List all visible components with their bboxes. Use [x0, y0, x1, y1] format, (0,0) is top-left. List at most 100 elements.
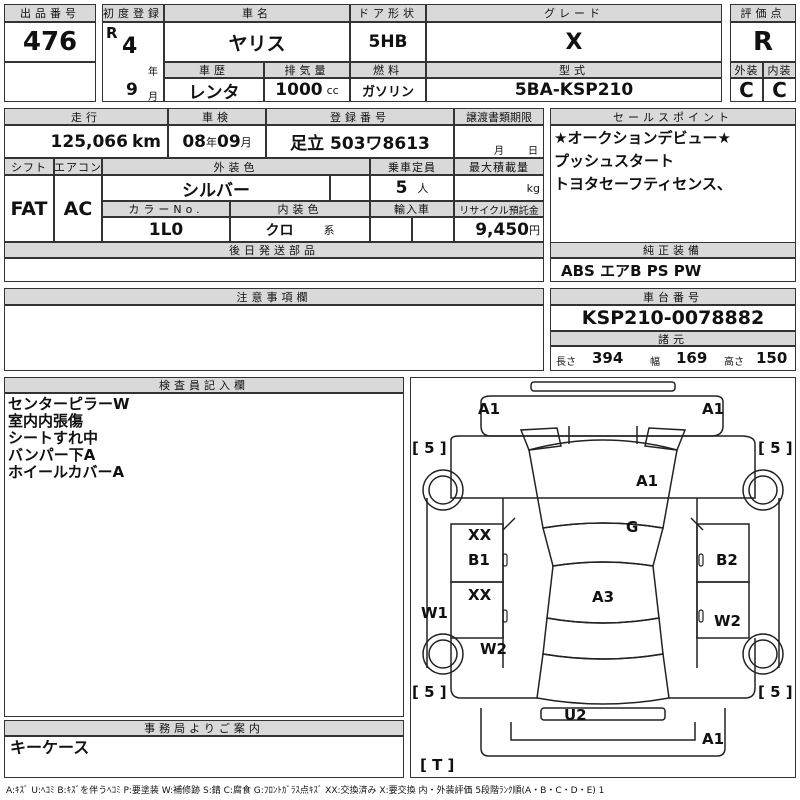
spec-height: 150 [756, 349, 788, 367]
displacement-cell: 1000 cc [264, 78, 350, 102]
ext-color-value: シルバー [102, 175, 330, 201]
mark-rear-left-door: XX [468, 586, 492, 604]
interior-score: C [763, 78, 796, 102]
grade-value: X [426, 22, 722, 62]
mark-rear-right: A1 [702, 730, 725, 748]
import-header: 輸入車 [370, 201, 454, 217]
inspector-note-1: センターピラーW [8, 395, 130, 413]
reg-no-header: 登録番号 [266, 108, 454, 125]
displacement-header: 排気量 [264, 62, 350, 78]
mark-front-left-bumper: A1 [478, 400, 501, 418]
mark-right-rear-fender: W2 [714, 612, 741, 630]
capacity-value: 5 [395, 178, 408, 198]
mileage-unit: km [131, 131, 161, 152]
capacity-unit: 人 [417, 182, 429, 195]
door-header: ドア形状 [350, 4, 426, 22]
recycle-header: リサイクル預託金 [454, 201, 544, 217]
transfer-docs-box [454, 125, 544, 158]
lot-no-blank [4, 62, 96, 102]
mark-front-right-door: B2 [716, 551, 738, 569]
car-diagram [422, 381, 784, 757]
spec-length-label: 長さ [556, 357, 576, 368]
sales-point-3: トヨタセーフティセンス、 [554, 175, 732, 193]
capacity-header: 乗車定員 [370, 158, 454, 175]
recycle-cell: 9,450 円 [454, 217, 544, 242]
sales-points-header: セールスポイント [550, 108, 796, 125]
genuine-equipment-value: ABS エアB PS PW [550, 258, 796, 282]
history-value: レンタ [164, 78, 264, 102]
import-cell-b [412, 217, 454, 242]
color-no-value: 1L0 [102, 217, 230, 242]
mark-hood: A1 [636, 472, 659, 490]
score-header: 評価点 [730, 4, 796, 22]
inspection-month: 09 [217, 131, 241, 152]
grade-header: グレード [426, 4, 722, 22]
car-name-header: 車名 [164, 4, 350, 22]
mark-left-rear-fender: W2 [480, 640, 507, 658]
inspector-note-2: 室内内張傷 [8, 412, 84, 430]
history-header: 車歴 [164, 62, 264, 78]
sales-point-2: プッシュスタート [554, 152, 675, 170]
notes-header: 注意事項欄 [4, 288, 544, 305]
mark-windshield: G [626, 518, 639, 536]
recycle-unit: 円 [529, 223, 540, 237]
car-name-value: ヤリス [164, 22, 350, 62]
tire-rr: [ 5 ] [758, 683, 793, 701]
ac-header: エアコン [54, 158, 102, 175]
mileage-header: 走行 [4, 108, 168, 125]
mark-roof: A3 [592, 588, 615, 606]
recycle-value: 9,450 [475, 219, 529, 240]
office-box [4, 736, 404, 778]
mark-front-left-door: XX [468, 526, 492, 544]
office-header: 事務局よりご案内 [4, 720, 404, 736]
lot-no-header: 出品番号 [4, 4, 96, 22]
max-load-cell: kg [454, 175, 544, 201]
int-color-header: 内装色 [230, 201, 370, 217]
model-code-header: 型式 [426, 62, 722, 78]
inspection-month-unit: 月 [240, 135, 252, 149]
transfer-docs-header: 譲渡書類期限 [454, 108, 544, 125]
legend: A:ｷｽﾞ U:ﾍｺﾐ B:ｷｽﾞを伴うﾍｺﾐ P:要塗装 W:補修跡 S:錆 … [6, 786, 605, 796]
ext-color-header: 外装色 [102, 158, 370, 175]
score-value: R [730, 22, 796, 62]
ac-value: AC [54, 175, 102, 242]
int-color-unit: 系 [323, 223, 335, 237]
model-code-value: 5BA-KSP210 [426, 78, 722, 102]
tire-rl: [ 5 ] [412, 683, 447, 701]
first-reg-header: 初度登録 [102, 4, 164, 22]
tire-fr: [ 5 ] [758, 439, 793, 457]
inspector-header: 検査員記入欄 [4, 377, 404, 393]
fuel-value: ガソリン [350, 78, 426, 102]
spec-width-label: 幅 [650, 357, 660, 368]
reg-year: 4 [122, 34, 138, 59]
import-cell-a [370, 217, 412, 242]
reg-year-unit: 年 [148, 67, 158, 78]
specs-header: 諸元 [550, 331, 796, 346]
displacement-value: 1000 [275, 80, 323, 100]
ext-color-extra [330, 175, 370, 201]
inspection-header: 車検 [168, 108, 266, 125]
int-color-cell: クロ 系 [230, 217, 370, 242]
notes-box [4, 305, 544, 371]
reg-month-unit: 月 [148, 92, 158, 103]
max-load-header: 最大積載量 [454, 158, 544, 175]
sales-point-1: ★オークションデビュー★ [554, 129, 731, 147]
inspection-year-unit: 年 [206, 135, 217, 149]
displacement-unit: cc [326, 83, 339, 97]
spec-width: 169 [676, 349, 708, 367]
inspector-note-4: バンパー下A [8, 446, 96, 464]
chassis-no-header: 車台番号 [550, 288, 796, 305]
later-parts-header: 後日発送部品 [4, 242, 544, 258]
transfer-day-unit: 日 [528, 146, 538, 157]
exterior-header: 外装 [730, 62, 763, 78]
reg-no-value: 足立 503ワ8613 [266, 125, 454, 158]
tire-t: [ T ] [420, 756, 455, 774]
later-parts-box [4, 258, 544, 282]
car-diagram-box [410, 377, 796, 778]
inspection-year: 08 [182, 131, 206, 152]
color-no-header: カラーNo. [102, 201, 230, 217]
chassis-no-value: KSP210-0078882 [550, 305, 796, 331]
inspection-cell: 08 年 09 月 [168, 125, 266, 158]
fuel-header: 燃料 [350, 62, 426, 78]
reg-month: 9 [126, 80, 138, 100]
